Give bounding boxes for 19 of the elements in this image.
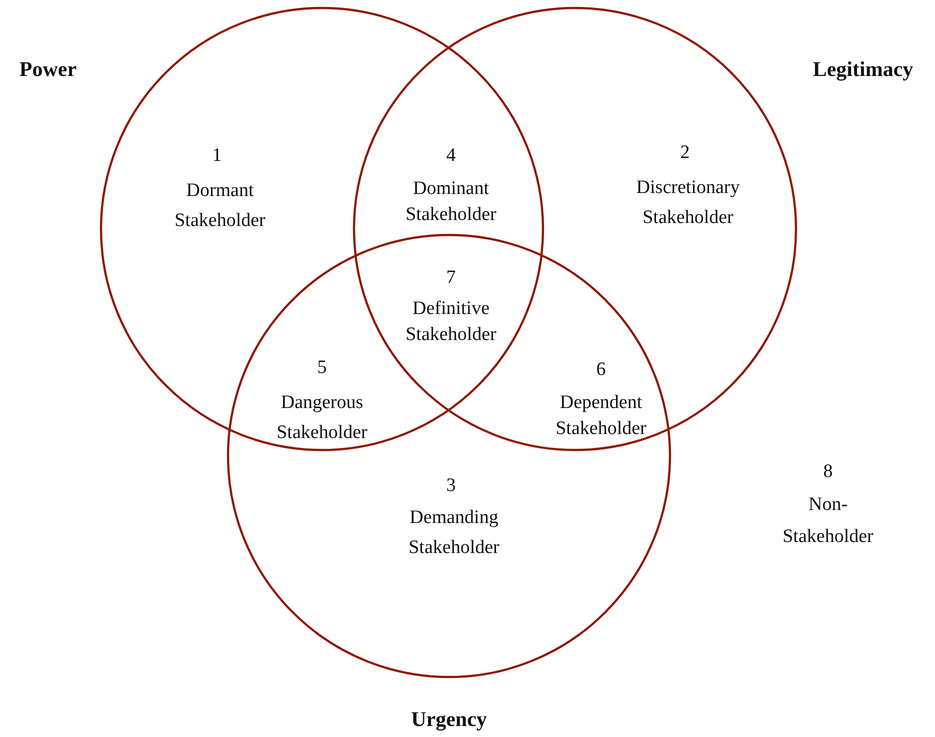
stakeholder-type: Dependent Stakeholder (554, 391, 648, 441)
region-number: 5 (316, 356, 328, 380)
region-number: 1 (211, 144, 223, 168)
region-number: 6 (595, 358, 607, 382)
region-number: 2 (679, 141, 691, 165)
region-number: 8 (822, 460, 834, 484)
stakeholder-type: Dangerous Stakeholder (276, 391, 368, 445)
stakeholder-type: Dormant Stakeholder (174, 179, 266, 233)
stakeholder-type: Non-Stakeholder (782, 493, 874, 549)
region-number: 7 (445, 266, 457, 290)
region-number: 3 (445, 474, 457, 498)
stakeholder-type: Demanding Stakeholder (408, 506, 500, 560)
set-heading: Legitimacy (812, 57, 914, 82)
stakeholder-type: Definitive Stakeholder (404, 297, 498, 347)
stakeholder-type: Discretionary Stakeholder (635, 176, 741, 230)
set-heading: Urgency (411, 707, 487, 732)
region-number: 4 (445, 144, 457, 168)
set-heading: Power (19, 57, 77, 82)
stakeholder-type: Dominant Stakeholder (404, 177, 498, 227)
